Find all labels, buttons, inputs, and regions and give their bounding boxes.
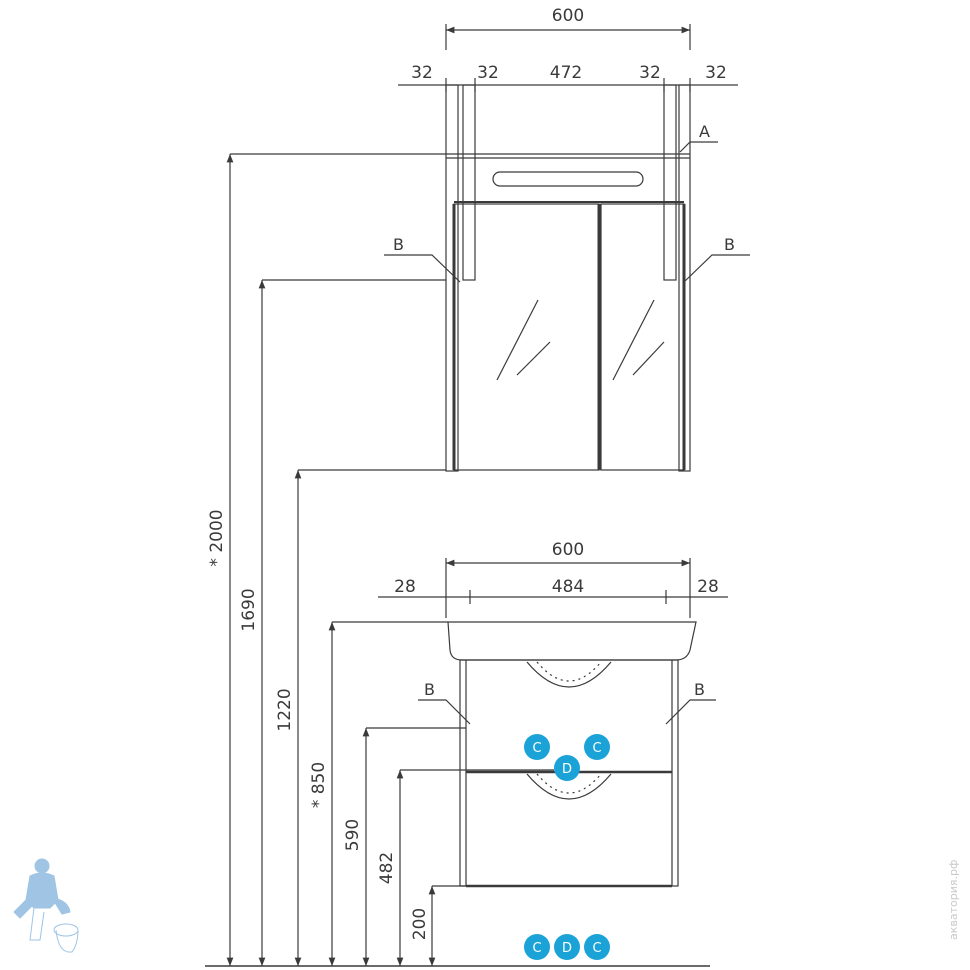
vanity-unit	[378, 558, 728, 888]
mirror-dimension-labels: 600 32 32 472 32 32 A B B	[393, 6, 735, 254]
mirror-segment-2: 32	[477, 63, 499, 83]
vanity-inner-width: 484	[552, 577, 584, 597]
marker-c-right: C	[584, 734, 610, 760]
height-dimensions	[205, 153, 710, 967]
height-1220: 1220	[275, 688, 295, 731]
height-2000: * 2000	[207, 509, 227, 566]
height-200: 200	[410, 908, 430, 940]
marker-d-mid: D	[554, 755, 580, 781]
mirror-segment-1: 32	[411, 63, 433, 83]
label-a: A	[699, 122, 710, 141]
mirror-cabinet	[384, 24, 750, 472]
connection-markers: C C D C D C	[524, 734, 610, 960]
svg-text:C: C	[532, 941, 541, 956]
mirror-label-b-left: B	[393, 235, 404, 254]
svg-text:C: C	[532, 741, 541, 756]
marker-bottom-c2: C	[584, 934, 610, 960]
vanity-total-width: 600	[552, 540, 584, 560]
marker-bottom-d: D	[554, 934, 580, 960]
svg-text:C: C	[592, 741, 601, 756]
mirror-segment-5: 32	[705, 63, 727, 83]
height-482: 482	[377, 852, 397, 884]
mirror-segment-4: 32	[639, 63, 661, 83]
watermark-text: акватория.рф	[947, 860, 960, 940]
mirror-label-b-right: B	[724, 235, 735, 254]
plumber-logo-icon	[13, 858, 79, 953]
vanity-label-b-right: B	[694, 680, 705, 699]
vanity-label-b-left: B	[424, 680, 435, 699]
svg-text:C: C	[592, 941, 601, 956]
svg-text:D: D	[562, 941, 572, 956]
height-590: 590	[343, 819, 363, 851]
mirror-segment-3: 472	[550, 63, 582, 83]
height-850: * 850	[309, 762, 329, 808]
vanity-dimension-labels: 600 28 484 28 B B	[394, 540, 719, 699]
vanity-side-left: 28	[394, 577, 416, 597]
marker-c-left: C	[524, 734, 550, 760]
vanity-side-right: 28	[697, 577, 719, 597]
height-1690: 1690	[239, 588, 259, 631]
mirror-total-width: 600	[552, 6, 584, 26]
height-labels: * 2000 1690 1220 * 850 590 482 200	[207, 509, 430, 940]
svg-text:D: D	[562, 762, 572, 777]
marker-bottom-c1: C	[524, 934, 550, 960]
